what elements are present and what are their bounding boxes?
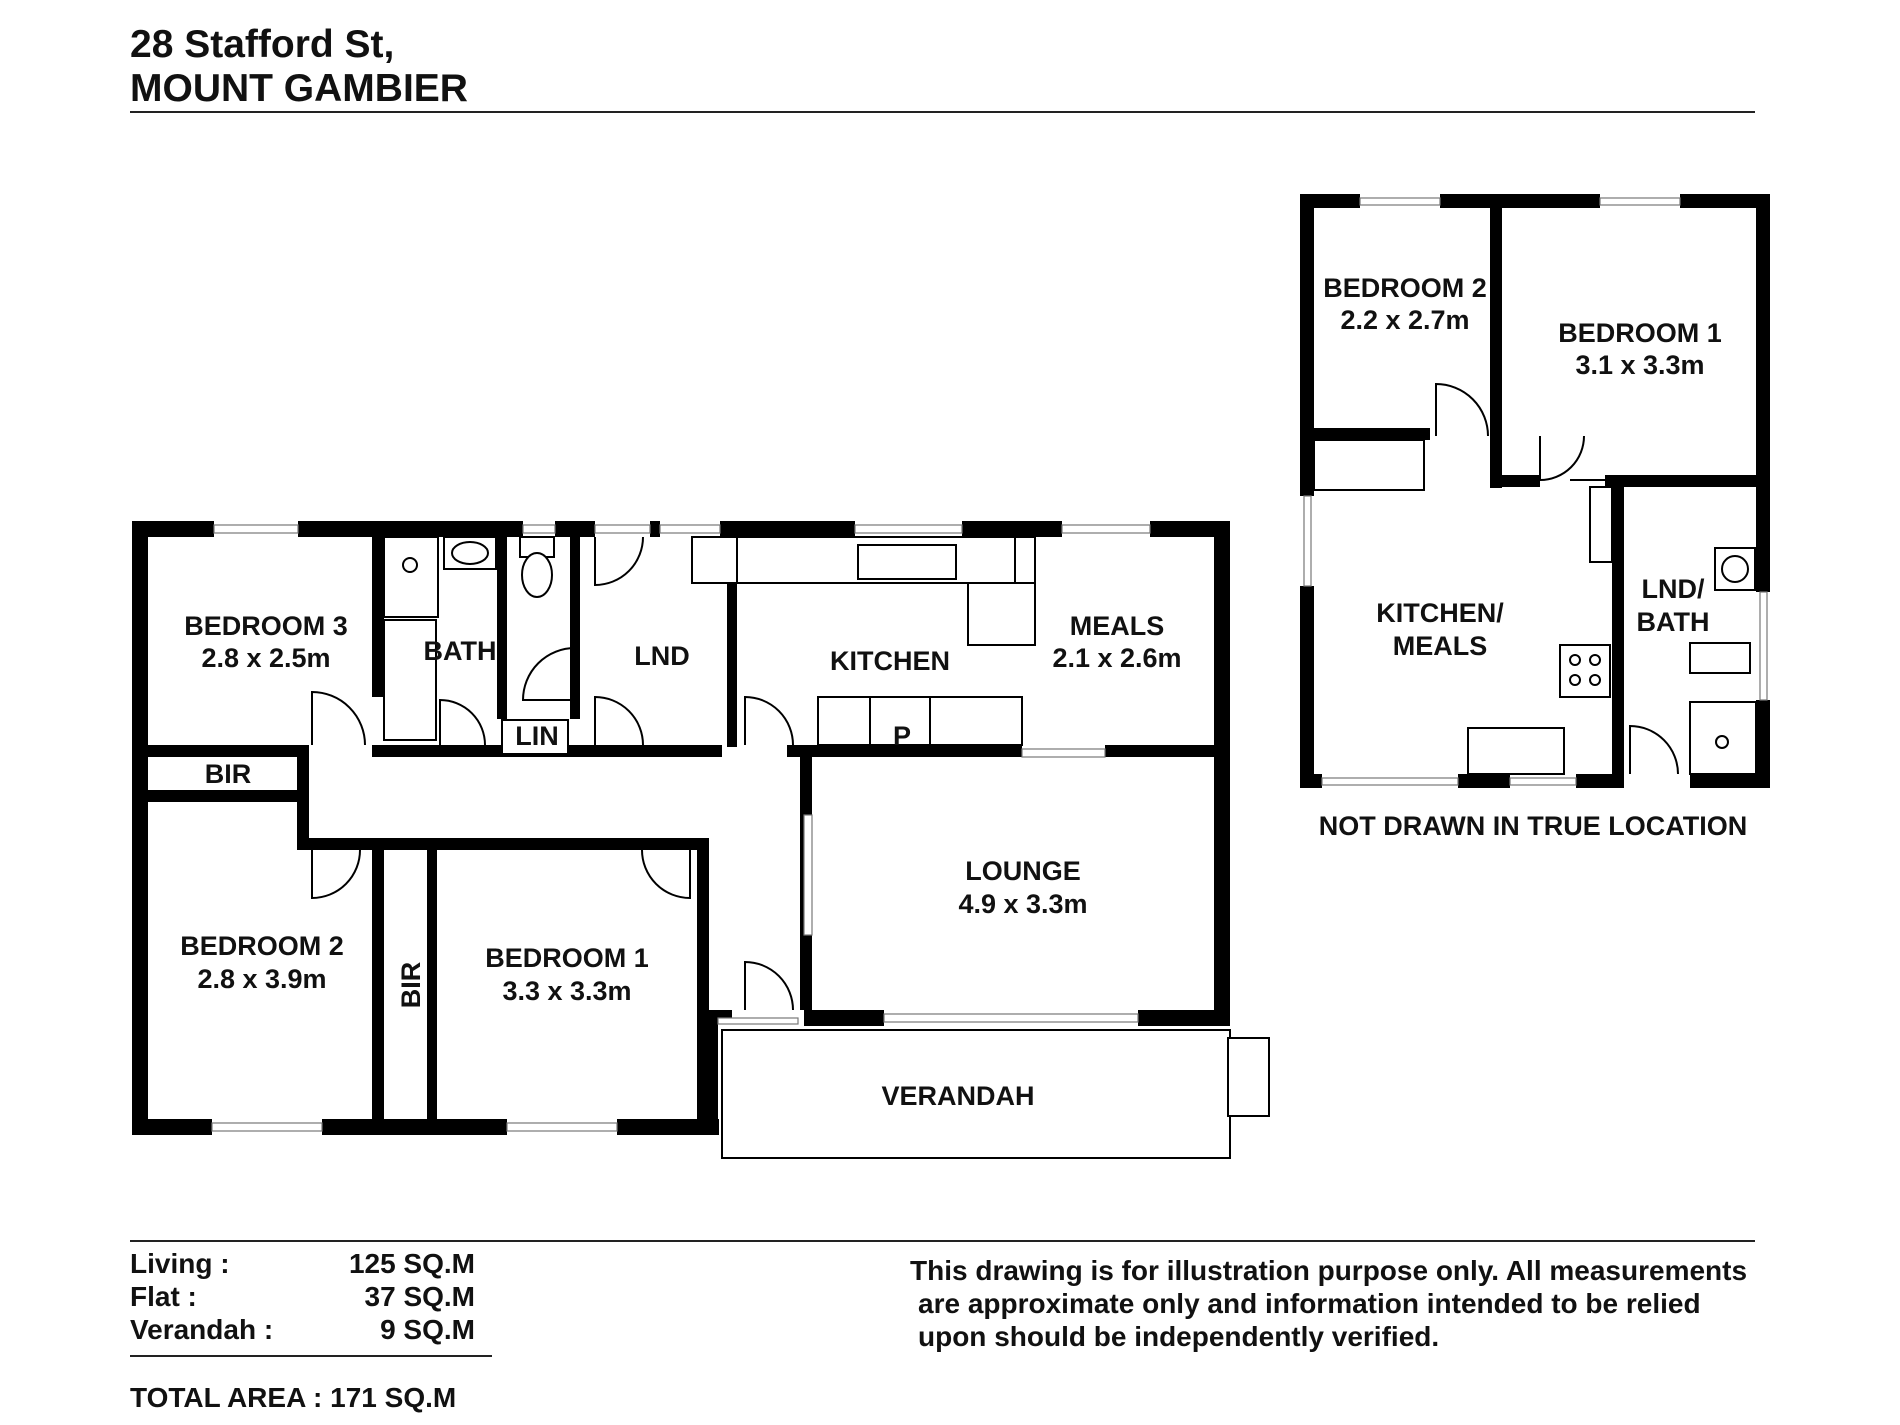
room-label-pantry: P [893,721,911,751]
flat-windows [1303,197,1768,786]
room-size-bedroom1: 3.3 x 3.3m [502,976,631,1006]
room-label-bedroom3: BEDROOM 3 [184,611,348,641]
main-house-walls [132,521,1230,1135]
room-label-bir-top: BIR [205,759,252,789]
room-size-lounge: 4.9 x 3.3m [958,889,1087,919]
main-house-fixtures [383,536,1270,1159]
flat-location-note: NOT DRAWN IN TRUE LOCATION [1319,811,1747,841]
area-row-verandah: Verandah : 9 SQ.M [130,1314,475,1347]
disclaimer: This drawing is for illustration purpose… [910,1254,1747,1353]
room-label-lounge: LOUNGE [965,856,1081,886]
room-size-bedroom2: 2.8 x 3.9m [197,964,326,994]
flat-label-lnd-bath-2: BATH [1637,607,1710,637]
flat-label-kitchen-meals-1: KITCHEN/ [1376,598,1504,628]
area-label: Flat : [130,1281,197,1312]
header-divider [130,111,1755,113]
flat-doors [1435,382,1679,775]
room-label-meals: MEALS [1070,611,1165,641]
room-label-bedroom2: BEDROOM 2 [180,931,344,961]
room-label-bath: BATH [424,636,497,666]
area-row-living: Living : 125 SQ.M [130,1248,475,1281]
room-label-bir-side: BIR [396,962,426,1009]
address-street: 28 Stafford St, [130,23,395,66]
area-label: Verandah : [130,1314,274,1345]
room-size-meals: 2.1 x 2.6m [1052,643,1181,673]
room-size-bedroom3: 2.8 x 2.5m [201,643,330,673]
footer-divider [130,1240,1755,1242]
main-house-doors [311,536,794,1011]
room-label-kitchen: KITCHEN [830,646,950,676]
flat-size-bedroom2: 2.2 x 2.7m [1340,305,1469,335]
area-summary: Living : 125 SQ.M Flat : 37 SQ.M Veranda… [130,1248,475,1347]
total-area: TOTAL AREA : 171 SQ.M [130,1382,457,1413]
flat-label-bedroom1: BEDROOM 1 [1558,318,1722,348]
flat-walls [1300,194,1770,788]
area-value: 125 SQ.M [348,1248,475,1279]
flat-label-bedroom2: BEDROOM 2 [1323,273,1487,303]
room-label-lin: LIN [515,721,559,751]
area-summary-divider [130,1355,492,1357]
area-label: Living : [130,1248,230,1279]
flat-fixtures [1313,439,1757,775]
area-value: 9 SQ.M [380,1314,475,1345]
area-row-flat: Flat : 37 SQ.M [130,1281,475,1314]
disclaimer-line: This drawing is for illustration purpose… [910,1255,1748,1286]
disclaimer-line: are approximate only and information int… [918,1288,1701,1319]
main-house-windows [211,524,1151,1132]
flat-label-kitchen-meals-2: MEALS [1393,631,1488,661]
area-value: 37 SQ.M [364,1281,475,1312]
flat-label-lnd-bath-1: LND/ [1642,574,1705,604]
address-suburb: MOUNT GAMBIER [130,67,468,110]
disclaimer-line: upon should be independently verified. [918,1321,1440,1352]
room-label-lnd: LND [634,641,690,671]
flat-size-bedroom1: 3.1 x 3.3m [1575,350,1704,380]
room-label-verandah: VERANDAH [881,1081,1034,1111]
room-label-bedroom1: BEDROOM 1 [485,943,649,973]
